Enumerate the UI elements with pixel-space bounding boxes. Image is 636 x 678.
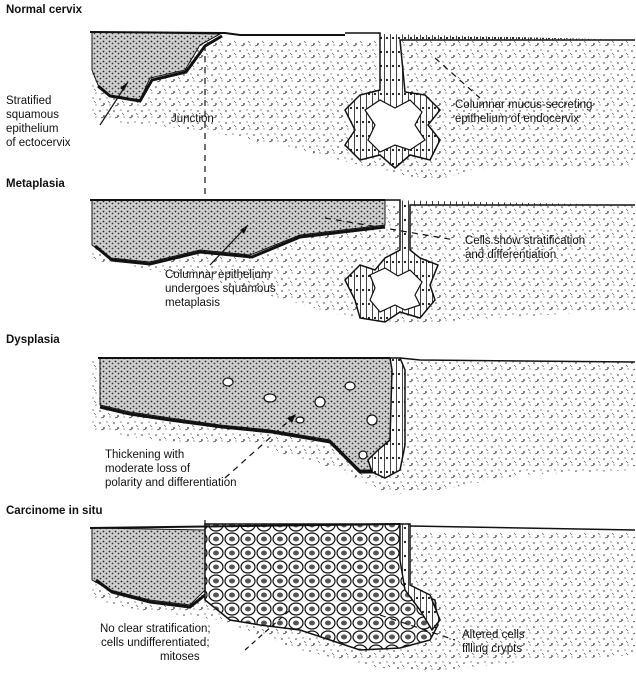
label-thickening: Thickening with moderate loss of polarit… <box>105 448 237 490</box>
label-no-clear-stratification: No clear stratification; cells undiffere… <box>100 622 211 664</box>
label-cells-stratification: Cells show stratification and differenti… <box>465 234 585 262</box>
title-carcinoma-in-situ: Carcinome in situ <box>6 505 103 517</box>
title-normal-cervix: Normal cervix <box>6 4 82 16</box>
label-columnar-mucus: Columnar mucus-secreting epithelium of e… <box>455 98 592 126</box>
label-junction: Junction <box>171 112 214 126</box>
label-altered-cells: Altered cells filling crypts <box>462 628 525 656</box>
normal-crypt-lumen <box>365 100 425 152</box>
label-stratified-squamous: Stratified squamous epithelium of ectoce… <box>6 94 71 150</box>
title-metaplasia: Metaplasia <box>6 178 65 190</box>
title-dysplasia: Dysplasia <box>6 334 60 346</box>
cis-columnar-right <box>410 526 635 530</box>
label-columnar-metaplasis: Columnar epithelium undergoes squamous m… <box>165 268 276 310</box>
metaplasia-crypt-lumen <box>370 268 422 312</box>
